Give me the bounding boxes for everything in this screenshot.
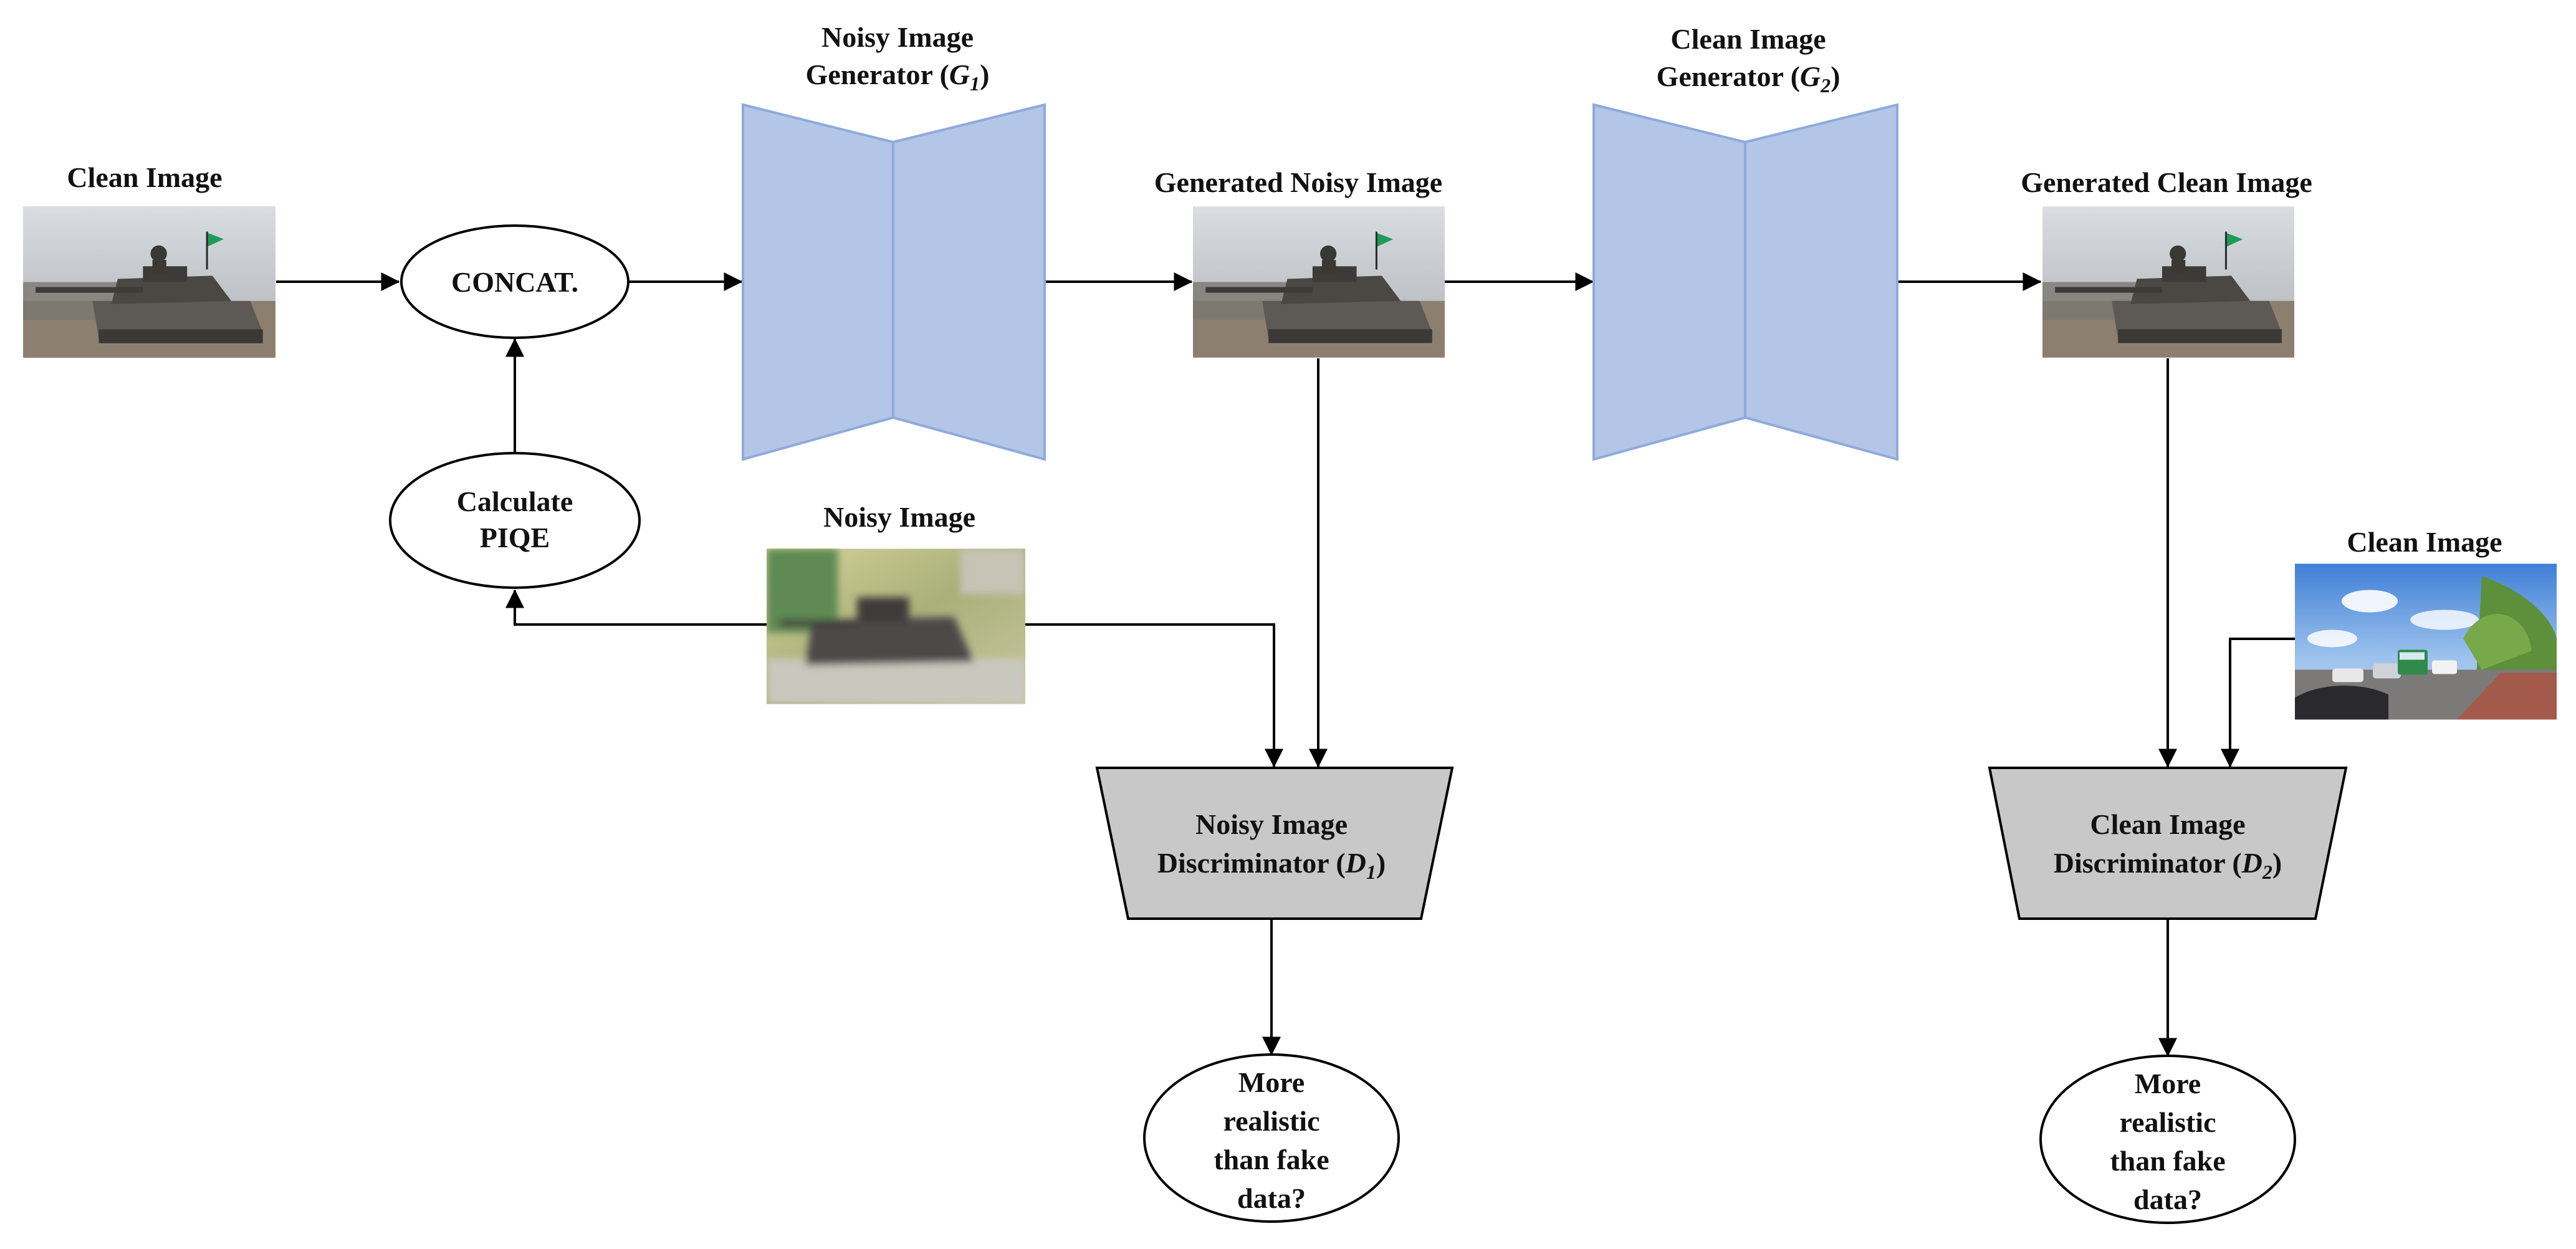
decision1-node: More realistic than fake data? <box>1143 1053 1400 1223</box>
decision1-line4: data? <box>1237 1182 1306 1214</box>
generator2-label-line1: Clean Image <box>1670 23 1826 55</box>
arrow-clean-reference-to-discriminator2 <box>2221 638 2295 768</box>
generated-noisy-image: Generated Noisy Image <box>1154 166 1445 358</box>
generator1-encoder-shape <box>742 103 894 461</box>
discriminator2-label-line2: Discriminator (D2) <box>2054 847 2282 883</box>
clean-reference-label: Clean Image <box>2347 526 2502 558</box>
generator1-label-line2: Generator (G1) <box>806 59 990 95</box>
generator2-label-line2: Generator (G2) <box>1657 60 1841 97</box>
noisy-tank-photo-icon <box>767 549 1025 704</box>
generator2-node: Clean Image Generator (G2) <box>1592 23 1898 461</box>
tank-photo-icon <box>2042 206 2294 358</box>
arrow-noisy-to-piqe <box>505 589 767 626</box>
generated-clean-label: Generated Clean Image <box>2021 166 2312 198</box>
decision1-line1: More <box>1238 1066 1305 1098</box>
piqe-label-line2: PIQE <box>480 522 550 553</box>
generator2-decoder-shape <box>1744 103 1898 461</box>
concat-node: CONCAT. <box>400 224 630 339</box>
clean-reference-image: Clean Image <box>2295 526 2557 720</box>
generated-noisy-label: Generated Noisy Image <box>1154 166 1442 198</box>
decision2-line1: More <box>2135 1068 2201 1099</box>
clean-input-image: Clean Image <box>23 161 275 358</box>
piqe-label-line1: Calculate <box>457 486 573 517</box>
clean-input-label: Clean Image <box>67 161 222 193</box>
connector-lines <box>276 272 2295 1057</box>
generated-clean-image: Generated Clean Image <box>2021 166 2312 358</box>
street-photo-icon <box>2295 563 2557 720</box>
generator1-node: Noisy Image Generator (G1) <box>742 21 1046 461</box>
concat-label: CONCAT. <box>451 266 578 298</box>
discriminator1-node: Noisy Image Discriminator (D1) <box>1095 767 1454 920</box>
tank-photo-icon <box>1193 206 1445 358</box>
decision2-line3: than fake <box>2110 1145 2225 1177</box>
decision1-line3: than fake <box>1214 1144 1329 1175</box>
discriminator2-label-line1: Clean Image <box>2090 808 2245 840</box>
discriminator1-label-line1: Noisy Image <box>1195 808 1348 840</box>
tank-photo-icon <box>23 206 275 358</box>
discriminator2-node: Clean Image Discriminator (D2) <box>1988 767 2348 920</box>
arrow-noisy-to-discriminator1 <box>1025 623 1283 768</box>
generator2-encoder-shape <box>1592 103 1746 461</box>
decision2-node: More realistic than fake data? <box>2039 1055 2296 1224</box>
discriminator1-label-line2: Discriminator (D1) <box>1157 847 1386 883</box>
noisy-image: Noisy Image <box>767 501 1025 704</box>
decision2-line2: realistic <box>2120 1106 2216 1138</box>
generator1-label-line1: Noisy Image <box>821 21 974 53</box>
noisy-image-label: Noisy Image <box>823 501 975 533</box>
piqe-node: Calculate PIQE <box>389 452 641 589</box>
decision1-line2: realistic <box>1223 1105 1320 1137</box>
decision2-line4: data? <box>2133 1184 2202 1215</box>
generator1-decoder-shape <box>892 103 1046 461</box>
